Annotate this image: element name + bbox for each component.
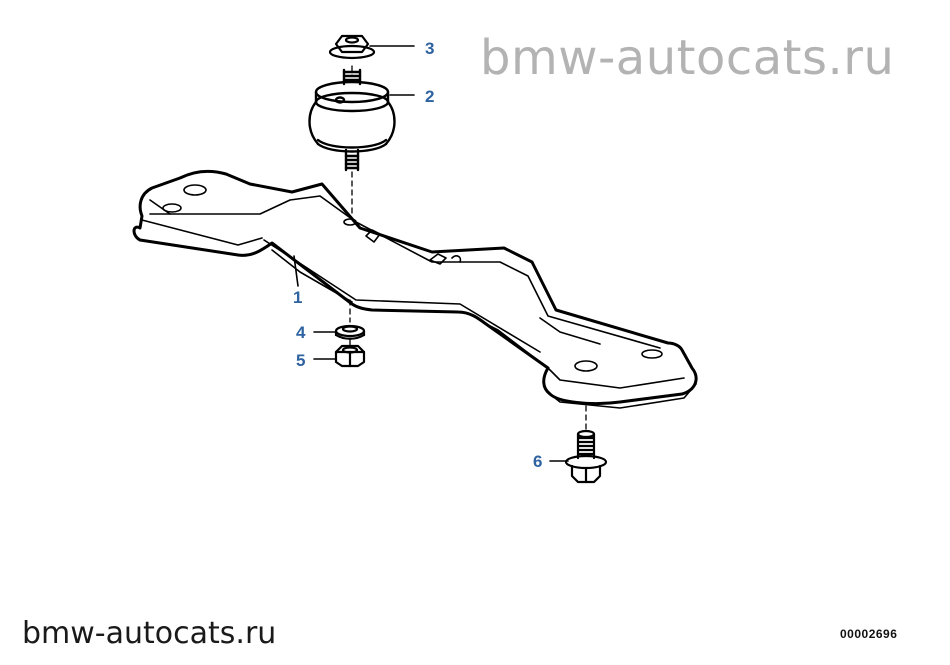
callout-4: 4 — [296, 323, 306, 342]
watermark-top: bmw-autocats.ru — [480, 30, 895, 86]
callout-2: 2 — [425, 87, 435, 106]
watermark-bottom: bmw-autocats.ru — [22, 616, 277, 651]
callout-3: 3 — [425, 39, 435, 58]
diagram-reference-code: 00002696 — [840, 627, 898, 641]
callout-leaders — [293, 45, 569, 462]
washer-part — [334, 324, 366, 340]
hex-nut-part — [334, 344, 366, 368]
crossmember-part — [132, 169, 698, 406]
crossmember-inner-lines — [141, 184, 697, 409]
callout-6: 6 — [533, 452, 543, 471]
flange-bolt-part — [564, 429, 608, 484]
flange-nut-top — [328, 34, 376, 60]
callout-1: 1 — [293, 288, 303, 307]
callout-5: 5 — [296, 351, 306, 370]
rubber-mount — [308, 68, 396, 172]
